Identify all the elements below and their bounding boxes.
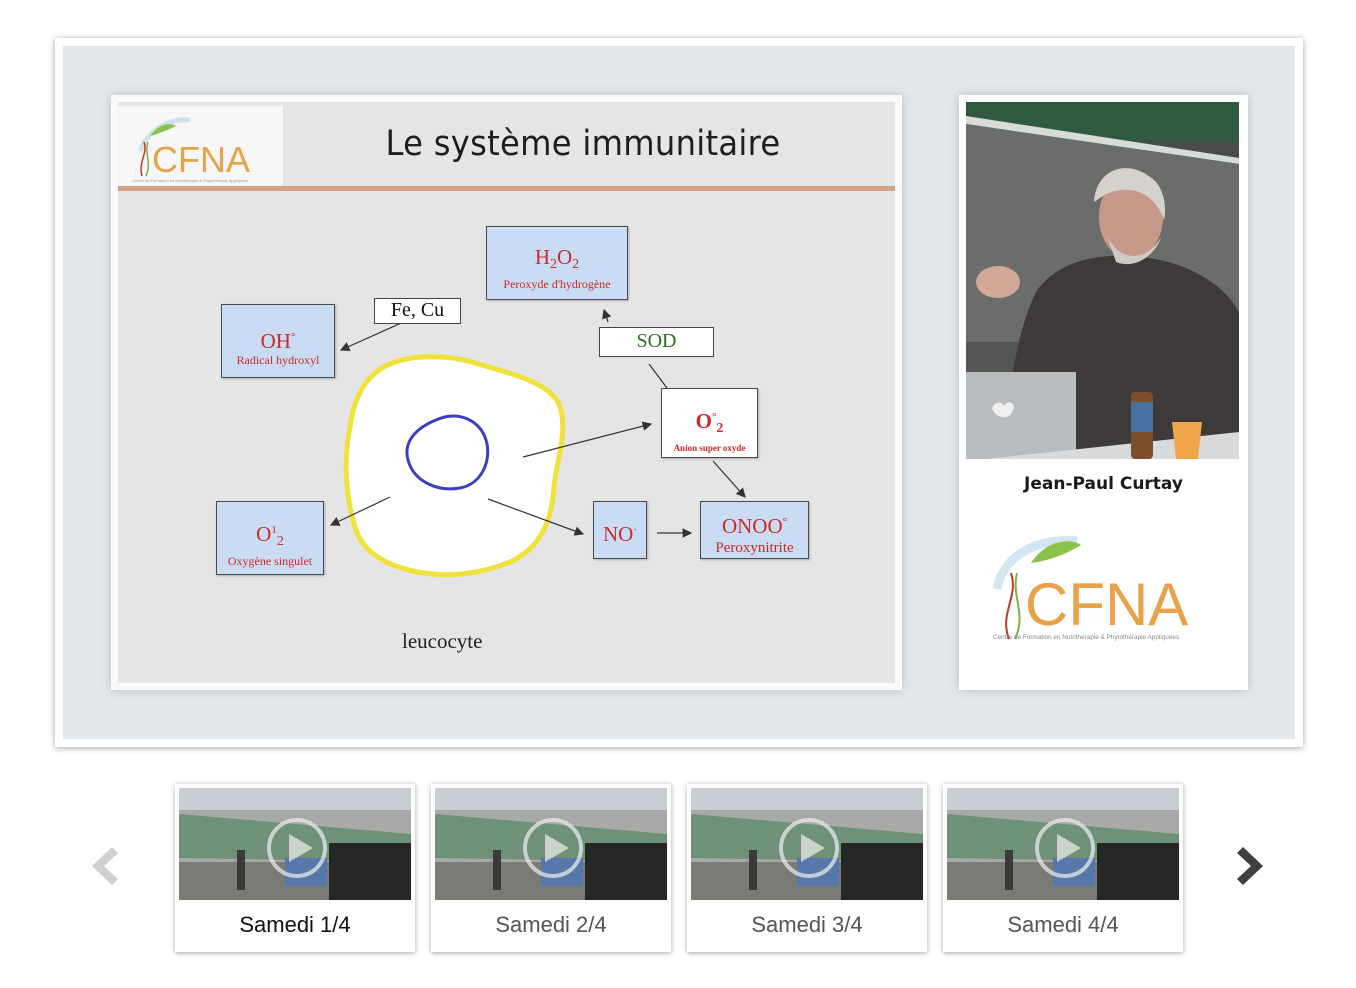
playlist-item-2[interactable]: Samedi 2/4 [431, 784, 671, 952]
box-h2o2: H2O2 Peroxyde d'hydrogène [486, 226, 628, 300]
label-leucocyte: leucocyte [402, 629, 483, 653]
box-o12: O12 Oxygène singulet [216, 501, 324, 575]
chevron-left-icon [92, 847, 118, 885]
playlist-next-button[interactable] [1233, 843, 1273, 889]
slide-title-rule [118, 186, 895, 191]
speaker-video-frame [966, 102, 1239, 459]
arrow-cell-o2 [522, 421, 653, 458]
slide-logo-tagline: Centre de Formation en Nutrithérapie & P… [132, 178, 249, 183]
box-oh: OH° Radical hydroxyl [221, 304, 335, 378]
slide: CFNA Centre de Formation en Nutrithérapi… [118, 102, 895, 683]
arrow-o2-onoo [712, 460, 746, 498]
slide-logo-text: CFNA [152, 139, 250, 180]
slide-title: Le système immunitaire [385, 124, 781, 164]
arrow-o2-sod [648, 363, 668, 389]
label-sod: SOD [599, 327, 714, 357]
arrow-cell-no [487, 498, 585, 536]
box-o12-name: Oxygène singulet [227, 554, 313, 568]
leucocyte-nucleus [405, 414, 490, 491]
arrow-fecu-oh [339, 319, 409, 351]
playlist-item-label: Samedi 3/4 [751, 912, 863, 937]
box-onoo: ONOO° Peroxynitrite [700, 501, 809, 559]
playlist-item-label: Samedi 4/4 [1007, 912, 1119, 937]
player-stage: CFNA Centre de Formation en Nutrithérapi… [63, 46, 1295, 739]
box-oh-name: Radical hydroxyl [236, 353, 320, 367]
playlist-item-3[interactable]: Samedi 3/4 [687, 784, 927, 952]
speaker-logo: CFNA Centre de Formation en Nutrithérapi… [989, 527, 1224, 647]
speaker-video[interactable] [966, 102, 1239, 459]
arrow-cell-o12 [329, 496, 391, 526]
playlist-item-1[interactable]: Samedi 1/4 [175, 784, 415, 952]
slide-panel: CFNA Centre de Formation en Nutrithérapi… [111, 95, 902, 690]
leucocyte-cell [343, 354, 566, 578]
arrow-to-h2o2 [602, 308, 612, 323]
thumbnail-image [179, 788, 411, 900]
slide-logo: CFNA Centre de Formation en Nutrithérapi… [118, 106, 283, 186]
chevron-right-icon [1237, 847, 1263, 885]
speaker-logo-tagline: Centre de Formation en Nutrithérapie & P… [993, 634, 1179, 641]
playlist-prev-button[interactable] [82, 843, 122, 889]
speaker-logo-text: CFNA [1025, 571, 1188, 638]
box-o2: O°2 Anion super oxyde [661, 388, 758, 458]
box-o2-name: Anion super oxyde [673, 443, 746, 453]
box-h2o2-name: Peroxyde d'hydrogène [503, 277, 611, 291]
thumbnail-image [435, 788, 667, 900]
thumbnail-image [691, 788, 923, 900]
label-fecu: Fe, Cu [374, 298, 461, 324]
speaker-name: Jean-Paul Curtay [1024, 474, 1183, 494]
video-player[interactable]: CFNA Centre de Formation en Nutrithérapi… [55, 38, 1303, 747]
playlist-item-4[interactable]: Samedi 4/4 [943, 784, 1183, 952]
speaker-panel: Jean-Paul Curtay CFNA Centre de Formatio… [959, 95, 1248, 690]
thumbnail-image [947, 788, 1179, 900]
box-onoo-name: Peroxynitrite [715, 540, 794, 556]
playlist-item-label: Samedi 1/4 [239, 912, 351, 937]
playlist-item-label: Samedi 2/4 [495, 912, 607, 937]
diagram-canvas [329, 308, 746, 578]
box-no: NO· [593, 501, 647, 559]
